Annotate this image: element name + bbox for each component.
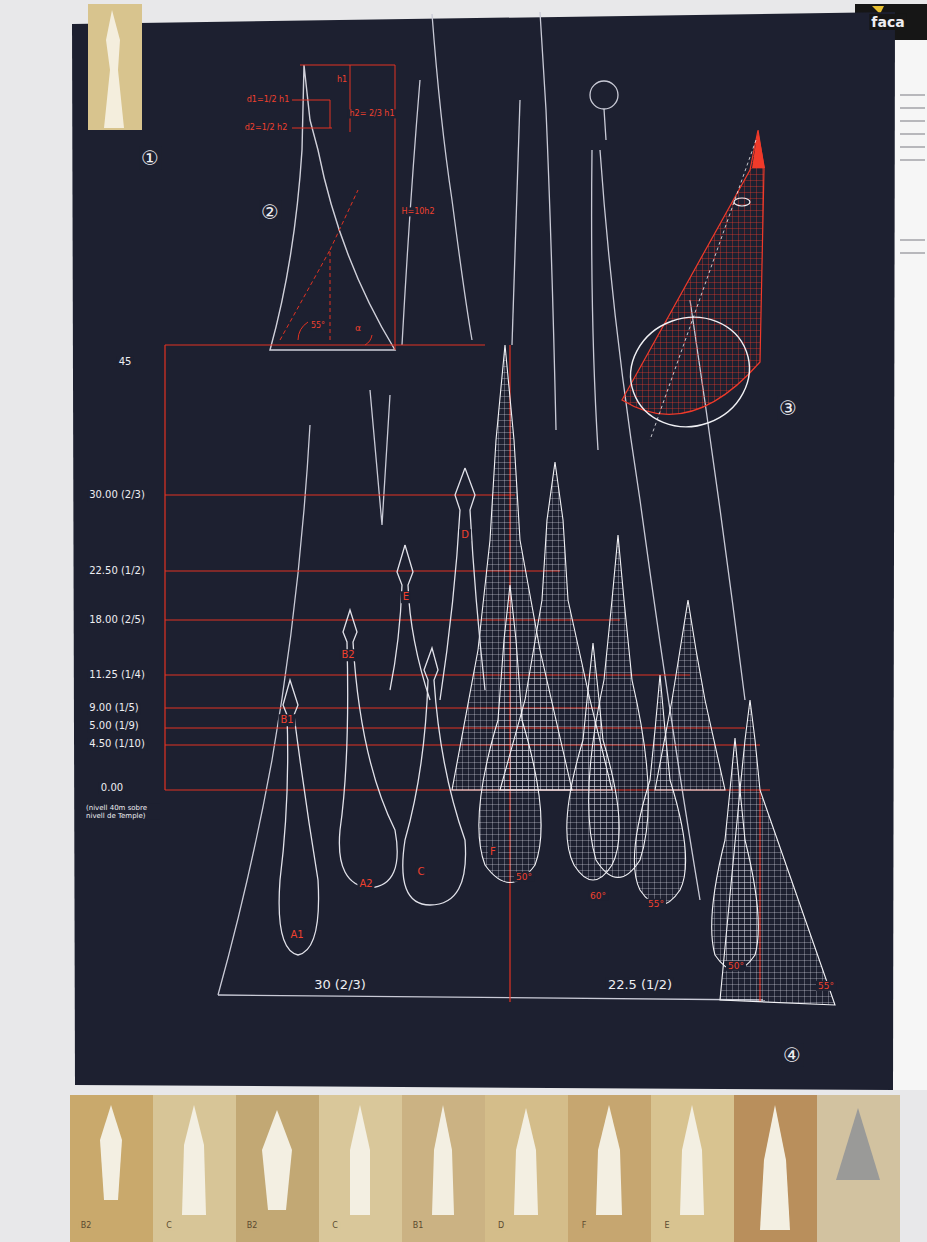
scale-note: (nivell 40m sobre nivell de Temple) [84,804,160,820]
scale-lines [165,345,770,1002]
dimension-label: H=10h2 [399,207,436,216]
photo-label: F [580,1221,589,1230]
photo-label: B1 [411,1221,426,1230]
callout-number: ② [259,201,281,224]
scale-level: 0.00 [99,782,125,794]
pinnacle-label: E [401,591,411,603]
pinnacle-label: C [416,866,427,878]
photo-thumbnail [88,4,142,130]
scale-level: 22.50 (1/2) [87,565,147,577]
scale-level: 30.00 (2/3) [87,489,147,501]
angle-label: 60° [588,891,608,901]
angle-label: 55° [309,321,327,330]
background-spire-outlines [218,12,765,1000]
angle-label: 50° [726,961,746,971]
angle-label: 55° [816,981,836,991]
pinnacle-label: F [488,846,498,858]
dimension-label: d2=1/2 h2 [243,123,289,132]
angle-label: 50° [514,872,534,882]
pinnacle-label: A1 [288,929,305,941]
wireframe-pinnacles [452,345,835,1005]
width-dimension: 22.5 (1/2) [606,978,674,993]
side-panel [893,40,927,1090]
photo-label: E [662,1221,671,1230]
angle-label: α [353,323,363,333]
photo-label: C [330,1221,340,1230]
pinnacle-label: A2 [357,878,374,890]
pinnacle-label: B2 [339,649,356,661]
header-text: faca [869,14,906,30]
poster-ground [72,12,895,1090]
pinnacle-label: D [459,529,471,541]
photo-label: C [164,1221,174,1230]
dimension-label: h1 [335,75,349,84]
scale-level: 45 [117,356,134,368]
scale-level: 5.00 (1/9) [87,720,140,732]
proportion-sketch [270,65,395,350]
photo-strip [70,1095,900,1242]
scale-level: 9.00 (1/5) [87,702,140,714]
outline-pinnacles [279,468,485,955]
angle-label: 55° [646,899,666,909]
callout-number: ④ [781,1044,803,1067]
photo-label: B2 [245,1221,260,1230]
callout-number: ③ [777,397,799,420]
dimension-label: d1=1/2 h1 [245,95,291,104]
pinnacle-label: B1 [278,714,295,726]
callout-number: ① [139,147,161,170]
scale-level: 4.50 (1/10) [87,738,147,750]
side-text-lines [900,95,925,253]
photo-spire [104,10,124,128]
dimension-label: h2= 2/3 h1 [348,109,397,118]
red-wireframe-cone [615,130,765,443]
photo-label: B2 [79,1221,94,1230]
scale-level: 18.00 (2/5) [87,614,147,626]
scale-level: 11.25 (1/4) [87,669,147,681]
photo-label: D [496,1221,506,1230]
width-dimension: 30 (2/3) [312,978,368,993]
